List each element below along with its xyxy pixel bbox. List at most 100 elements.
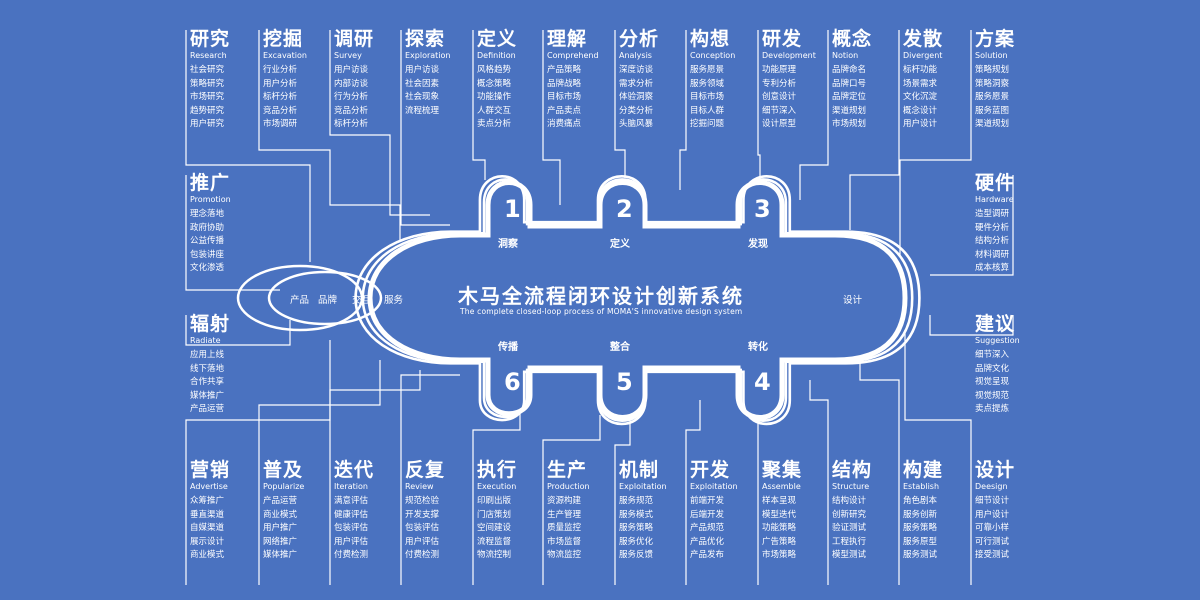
block-item: 付费检测 <box>405 550 440 561</box>
block-item: 用户设计 <box>975 509 1010 520</box>
block-title-zh: 探索 <box>405 28 446 50</box>
block-item: 媒体推广 <box>190 390 225 401</box>
block-title-zh: 营销 <box>190 459 231 481</box>
bottom-connector-line <box>542 415 601 585</box>
block-item: 理念落地 <box>190 209 225 219</box>
block-item: 质量监控 <box>547 523 582 534</box>
block-item: 产品规范 <box>690 523 725 534</box>
block-item: 成本核算 <box>975 263 1010 274</box>
bottom-connector-line <box>185 340 331 585</box>
bottom-connector-line <box>904 330 972 585</box>
block-item: 合作共享 <box>190 377 225 388</box>
block-item: 服务领域 <box>690 78 725 89</box>
block-title-zh: 推广 <box>190 172 231 194</box>
block-item: 产品运营 <box>190 404 225 415</box>
block-items: 功能原理专利分析创意设计细节深入设计原型 <box>762 64 816 132</box>
block-title-en: Exploration <box>405 51 451 60</box>
block-item: 风格趋势 <box>477 65 512 75</box>
block-item: 文化沉淀 <box>903 92 938 103</box>
block-title-zh: 分析 <box>619 28 660 50</box>
block-items: 结构设计创新研究验证测试工程执行模型测试 <box>832 495 872 563</box>
block-title-zh: 挖掘 <box>263 28 304 50</box>
stage-label: 定义 <box>610 239 630 250</box>
block-item: 物流控制 <box>477 550 512 561</box>
top-connector-line <box>258 30 401 240</box>
block-title-en: Iteration <box>334 482 368 491</box>
block-item: 功能操作 <box>477 92 512 103</box>
block-item: 产品策略 <box>547 65 582 75</box>
stage-number: 3 <box>754 195 771 223</box>
block-item: 细节深入 <box>975 350 1010 360</box>
block-items: 服务愿景服务领域目标市场目标人群挖掘问题 <box>690 64 735 132</box>
block-item: 产品卖点 <box>547 105 582 116</box>
block-items: 众筹推广垂直渠道自媒渠道展示设计商业模式 <box>190 495 230 563</box>
block-title-en: Survey <box>334 51 362 60</box>
stage-number: 6 <box>504 368 521 396</box>
block-item: 流程梳理 <box>405 105 440 116</box>
block-item: 竞品分析 <box>263 105 298 116</box>
block-item: 目标人群 <box>690 105 725 116</box>
block-title-zh: 概念 <box>832 28 873 50</box>
bottom-connector-line <box>400 374 460 585</box>
block-item: 行为分析 <box>334 92 369 103</box>
top-connector-line <box>542 30 561 205</box>
block-items: 用户访谈内部访谈行为分析竞品分析标杆分析 <box>334 64 374 132</box>
block-item: 众筹推广 <box>190 496 225 506</box>
block-title-en: Exploitation <box>619 482 667 491</box>
top-connector-line <box>614 30 626 178</box>
top-connector-line <box>899 30 972 255</box>
block-item: 渠道规划 <box>975 119 1010 130</box>
block-item: 线下落地 <box>190 363 225 374</box>
block-items: 策略规划策略洞察服务愿景服务蓝图渠道规划 <box>975 64 1015 132</box>
block-item: 创意设计 <box>762 92 797 103</box>
block-item: 服务优化 <box>619 536 654 547</box>
stage-number: 2 <box>616 195 633 223</box>
block-item: 卖点分析 <box>477 119 512 130</box>
block-title-en: Hardware <box>975 195 1014 204</box>
block-item: 服务愿景 <box>975 92 1010 103</box>
block-title-en: Popularize <box>263 482 305 491</box>
block-item: 目标市场 <box>547 92 582 103</box>
block-item: 专利分析 <box>762 78 797 89</box>
block-items: 细节设计用户设计可靠小样可行测试接受测试 <box>975 495 1015 563</box>
block-item: 政府协助 <box>190 222 225 233</box>
block-item: 市场监督 <box>547 536 582 547</box>
block-item: 设计原型 <box>762 119 797 130</box>
block-item: 样本呈现 <box>762 496 797 506</box>
block-title-zh: 聚集 <box>762 459 803 481</box>
block-item: 创新研究 <box>832 509 867 520</box>
block-item: 服务创新 <box>903 509 938 520</box>
block-item: 包装讲座 <box>190 249 225 260</box>
top-connector-line <box>679 30 687 190</box>
block-item: 规范检验 <box>405 496 440 506</box>
block-items: 标杆功能场景需求文化沉淀概念设计用户设计 <box>903 64 943 132</box>
block-title-zh: 结构 <box>832 459 873 481</box>
block-item: 社会研究 <box>190 65 225 75</box>
block-item: 产品发布 <box>690 550 725 561</box>
block-title-en: Promotion <box>190 195 231 204</box>
block-title-zh: 建议 <box>975 313 1016 335</box>
block-title-en: Establish <box>903 482 940 491</box>
block-item: 满意评估 <box>334 496 369 506</box>
bottom-connector-line <box>258 360 381 585</box>
block-items: 用户访谈社会因素社会现象流程梳理 <box>405 64 451 118</box>
block-item: 包装评估 <box>334 523 369 534</box>
block-item: 健康评估 <box>334 509 369 520</box>
block-item: 体验洞察 <box>619 92 654 103</box>
loop-outline <box>354 175 921 426</box>
block-item: 前端开发 <box>690 496 725 506</box>
block-item: 用户评估 <box>405 536 440 547</box>
block-title-en: Exploitation <box>690 482 738 491</box>
block-item: 空间建设 <box>477 523 512 534</box>
